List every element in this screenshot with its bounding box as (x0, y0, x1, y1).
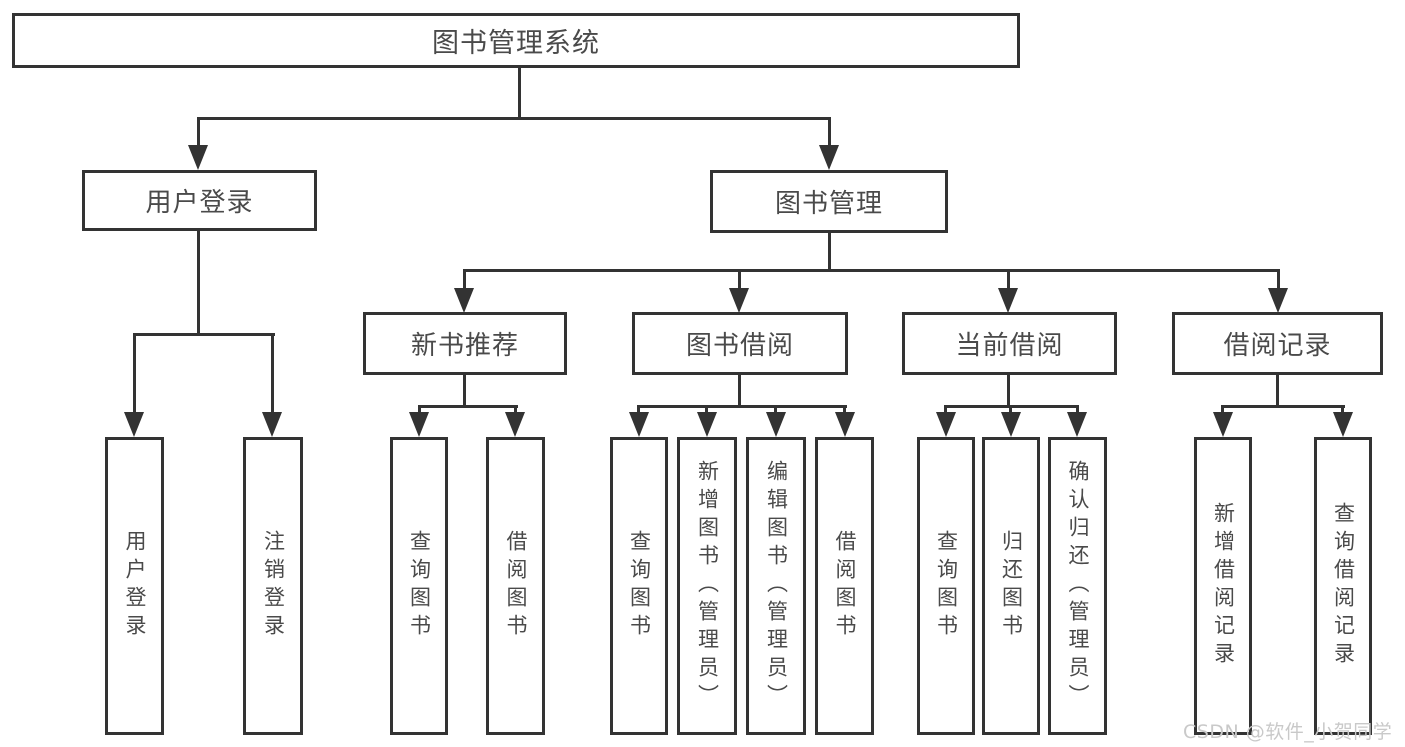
leaf-label: 用户登录 (123, 530, 147, 642)
connector-line (705, 405, 708, 415)
arrow-down-icon (629, 412, 649, 437)
arrow-down-icon (835, 412, 855, 437)
connector-line (518, 67, 521, 120)
arrow-down-icon (124, 412, 144, 437)
leaf-bb-borrow-books: 借阅图书 (815, 437, 874, 735)
node-label: 图书管理 (774, 189, 883, 219)
leaf-label: 查询图书 (407, 530, 432, 642)
node-book-borrowing: 图书借阅 (632, 312, 848, 375)
arrow-down-icon (729, 288, 749, 313)
leaf-user-login: 用户登录 (105, 437, 164, 735)
leaf-label: 借阅图书 (833, 530, 857, 642)
leaf-label: 查询图书 (627, 530, 652, 642)
connector-line (738, 269, 741, 294)
leaf-logout: 注销登录 (243, 437, 303, 735)
node-label: 用户登录 (145, 188, 254, 218)
node-root-library-system: 图书管理系统 (12, 13, 1020, 68)
arrow-down-icon (188, 145, 208, 170)
arrow-down-icon (819, 145, 839, 170)
connector-line (738, 375, 741, 408)
leaf-label: 编辑图书（管理员） (764, 460, 789, 712)
connector-line (418, 405, 421, 415)
leaf-rec-borrow-books: 借阅图书 (486, 437, 545, 735)
leaf-cb-query-books: 查询图书 (917, 437, 975, 735)
node-book-management: 图书管理 (710, 170, 948, 233)
connector-line (637, 405, 640, 415)
arrow-down-icon (697, 412, 717, 437)
connector-line (774, 405, 777, 415)
connector-line (828, 117, 831, 151)
node-current-borrowing: 当前借阅 (902, 312, 1117, 375)
leaf-cb-confirm-return-admin: 确认归还（管理员） (1048, 437, 1107, 735)
connector-line (843, 405, 846, 415)
leaf-rec-query-books: 查询图书 (390, 437, 448, 735)
node-label: 图书管理系统 (432, 28, 600, 59)
connector-line (637, 405, 847, 408)
arrow-down-icon (505, 412, 525, 437)
leaf-label: 新增图书（管理员） (695, 460, 720, 712)
connector-line (197, 117, 200, 151)
leaf-br-add-record: 新增借阅记录 (1194, 437, 1252, 735)
leaf-label: 确认归还（管理员） (1066, 460, 1090, 712)
connector-line (133, 333, 136, 413)
connector-line (133, 333, 275, 336)
node-borrowing-records: 借阅记录 (1172, 312, 1383, 375)
arrow-down-icon (1268, 288, 1288, 313)
connector-line (197, 231, 200, 336)
arrow-down-icon (454, 288, 474, 313)
leaf-bb-add-books-admin: 新增图书（管理员） (677, 437, 737, 735)
node-user-login: 用户登录 (82, 170, 317, 231)
connector-line (1076, 405, 1079, 415)
node-label: 图书借阅 (685, 331, 794, 361)
leaf-label: 借阅图书 (504, 530, 528, 642)
connector-line (1007, 375, 1010, 408)
connector-line (271, 333, 274, 413)
leaf-label: 归还图书 (999, 530, 1024, 642)
connector-line (1341, 405, 1344, 415)
csdn-watermark: CSDN @软件_小贺同学 (1183, 721, 1393, 743)
leaf-label: 查询图书 (934, 530, 959, 642)
arrow-down-icon (1067, 412, 1087, 437)
connector-line (418, 405, 518, 408)
leaf-label: 新增借阅记录 (1211, 502, 1236, 670)
arrow-down-icon (262, 412, 282, 437)
arrow-down-icon (936, 412, 956, 437)
connector-line (1221, 405, 1345, 408)
arrow-down-icon (1213, 412, 1233, 437)
connector-line (463, 269, 1280, 272)
connector-line (197, 117, 831, 120)
node-new-book-recommendation: 新书推荐 (363, 312, 567, 375)
leaf-cb-return-books: 归还图书 (982, 437, 1040, 735)
leaf-br-query-record: 查询借阅记录 (1314, 437, 1372, 735)
connector-line (944, 405, 947, 415)
connector-line (514, 405, 517, 415)
arrow-down-icon (766, 412, 786, 437)
arrow-down-icon (998, 288, 1018, 313)
connector-line (1277, 269, 1280, 294)
connector-line (463, 269, 466, 294)
node-label: 新书推荐 (410, 331, 519, 361)
node-label: 当前借阅 (955, 331, 1064, 361)
arrow-down-icon (1333, 412, 1353, 437)
connector-line (1007, 269, 1010, 294)
connector-line (463, 375, 466, 408)
connector-line (1276, 375, 1279, 408)
leaf-bb-edit-books-admin: 编辑图书（管理员） (746, 437, 806, 735)
node-label: 借阅记录 (1223, 331, 1332, 361)
arrow-down-icon (1001, 412, 1021, 437)
connector-line (1009, 405, 1012, 415)
connector-line (828, 233, 831, 272)
leaf-label: 注销登录 (261, 530, 286, 642)
arrow-down-icon (409, 412, 429, 437)
leaf-bb-query-books: 查询图书 (610, 437, 668, 735)
leaf-label: 查询借阅记录 (1331, 502, 1356, 670)
connector-line (1221, 405, 1224, 415)
